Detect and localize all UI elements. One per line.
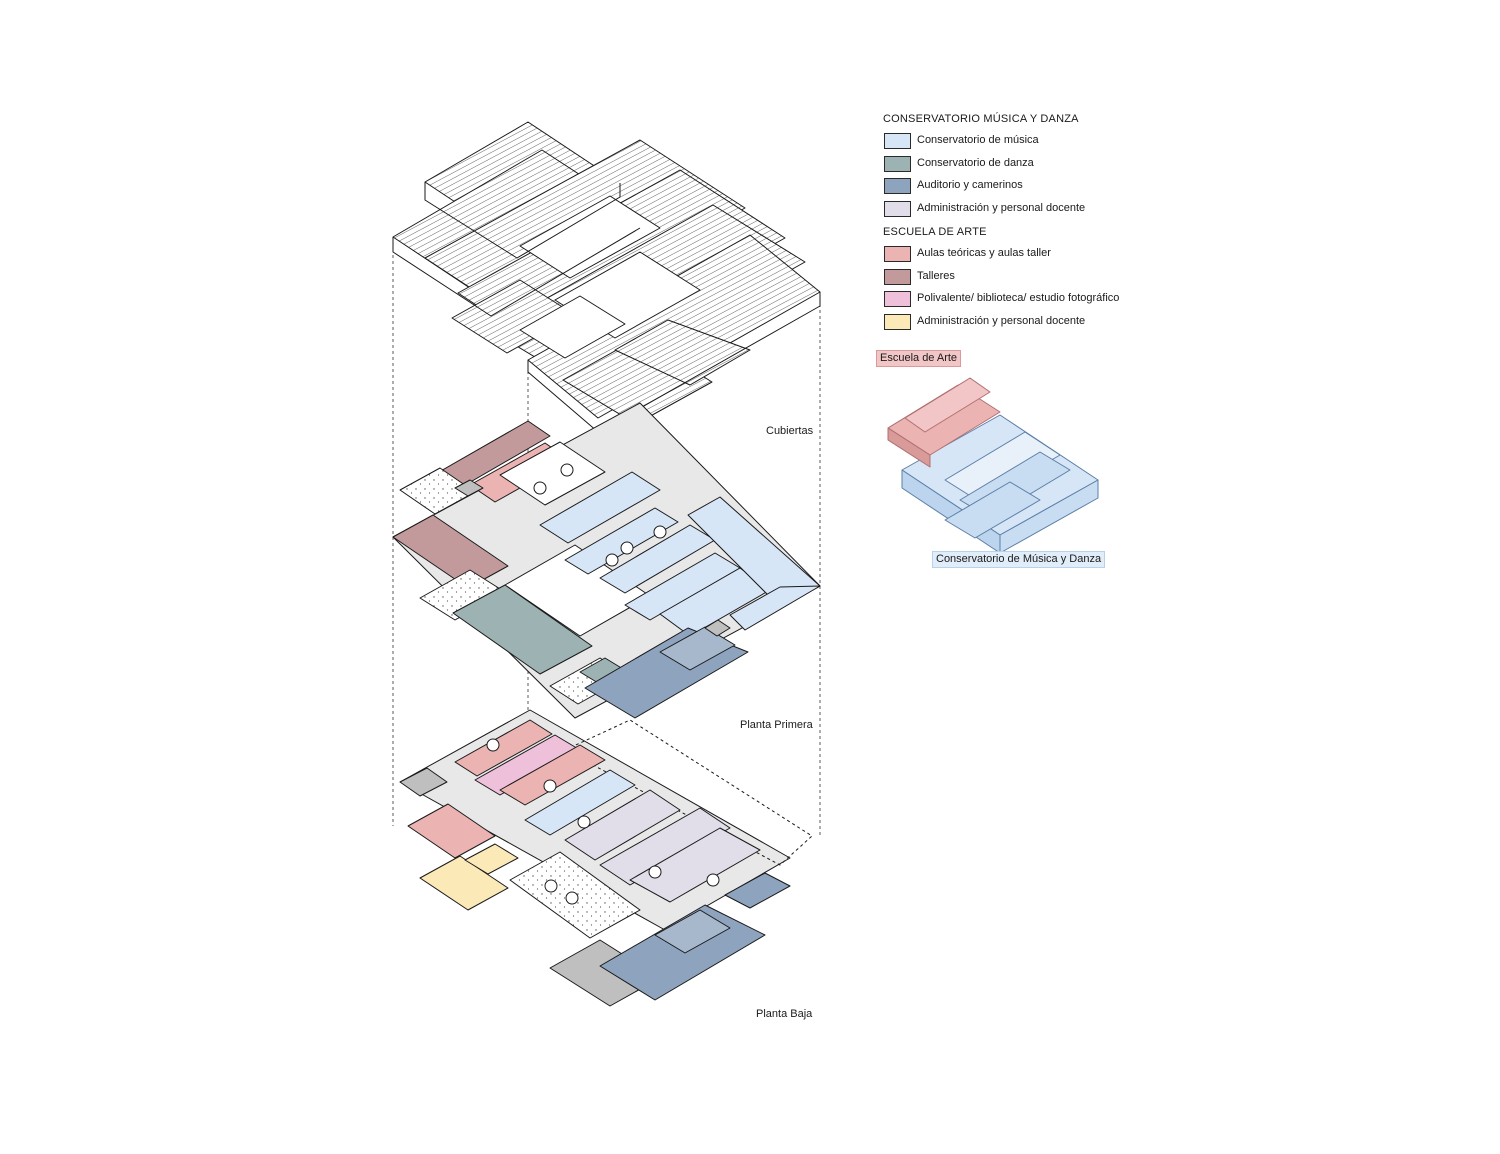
legend: CONSERVATORIO MÚSICA Y DANZA Conservator… [883, 112, 1183, 336]
roof-level [392, 121, 821, 433]
legend-label: Conservatorio de danza [917, 156, 1034, 169]
swatch-talleres [884, 268, 911, 285]
legend-label: Talleres [917, 269, 955, 282]
swatch-polivalente [884, 291, 911, 307]
first-floor-level [392, 402, 821, 719]
legend-heading-escuela: ESCUELA DE ARTE [883, 226, 987, 238]
swatch-conservatorio-danza [884, 155, 911, 172]
swatch-administracion-conservatorio [884, 200, 911, 217]
floor-label-cubiertas: Cubiertas [766, 425, 814, 437]
swatch-conservatorio-musica [884, 133, 911, 149]
legend-label: Administración y personal docente [917, 314, 1086, 327]
legend-label: Aulas teóricas y aulas taller [917, 247, 1051, 259]
legend-item-administracion-conservatorio: Administración y personal docente [883, 200, 1183, 217]
legend-heading-conservatorio: CONSERVATORIO MÚSICA Y DANZA [883, 113, 1079, 125]
legend-label: Administración y personal docente [917, 201, 1086, 214]
ground-floor-level [399, 709, 813, 1007]
legend-item-talleres: Talleres [883, 268, 1183, 285]
volume-diagram [887, 377, 1099, 554]
legend-item-auditorio: Auditorio y camerinos [883, 178, 1183, 194]
swatch-administracion-escuela [884, 313, 911, 330]
legend-label: Polivalente/ biblioteca/ estudio fotográ… [917, 292, 1120, 304]
legend-item-polivalente: Polivalente/ biblioteca/ estudio fotográ… [883, 291, 1183, 307]
legend-item-conservatorio-danza: Conservatorio de danza [883, 155, 1183, 172]
floor-label-baja: Planta Baja [756, 1008, 813, 1020]
swatch-aulas [884, 246, 911, 262]
legend-label: Auditorio y camerinos [917, 179, 1023, 191]
volume-tag-conservatorio: Conservatorio de Música y Danza [932, 551, 1106, 568]
legend-label: Conservatorio de música [917, 134, 1039, 146]
swatch-auditorio [884, 178, 911, 194]
legend-item-conservatorio-musica: Conservatorio de música [883, 133, 1183, 149]
legend-item-administracion-escuela: Administración y personal docente [883, 313, 1183, 330]
volume-tag-escuela-arte: Escuela de Arte [876, 350, 962, 367]
floor-label-primera: Planta Primera [740, 719, 813, 731]
legend-item-aulas: Aulas teóricas y aulas taller [883, 246, 1183, 262]
